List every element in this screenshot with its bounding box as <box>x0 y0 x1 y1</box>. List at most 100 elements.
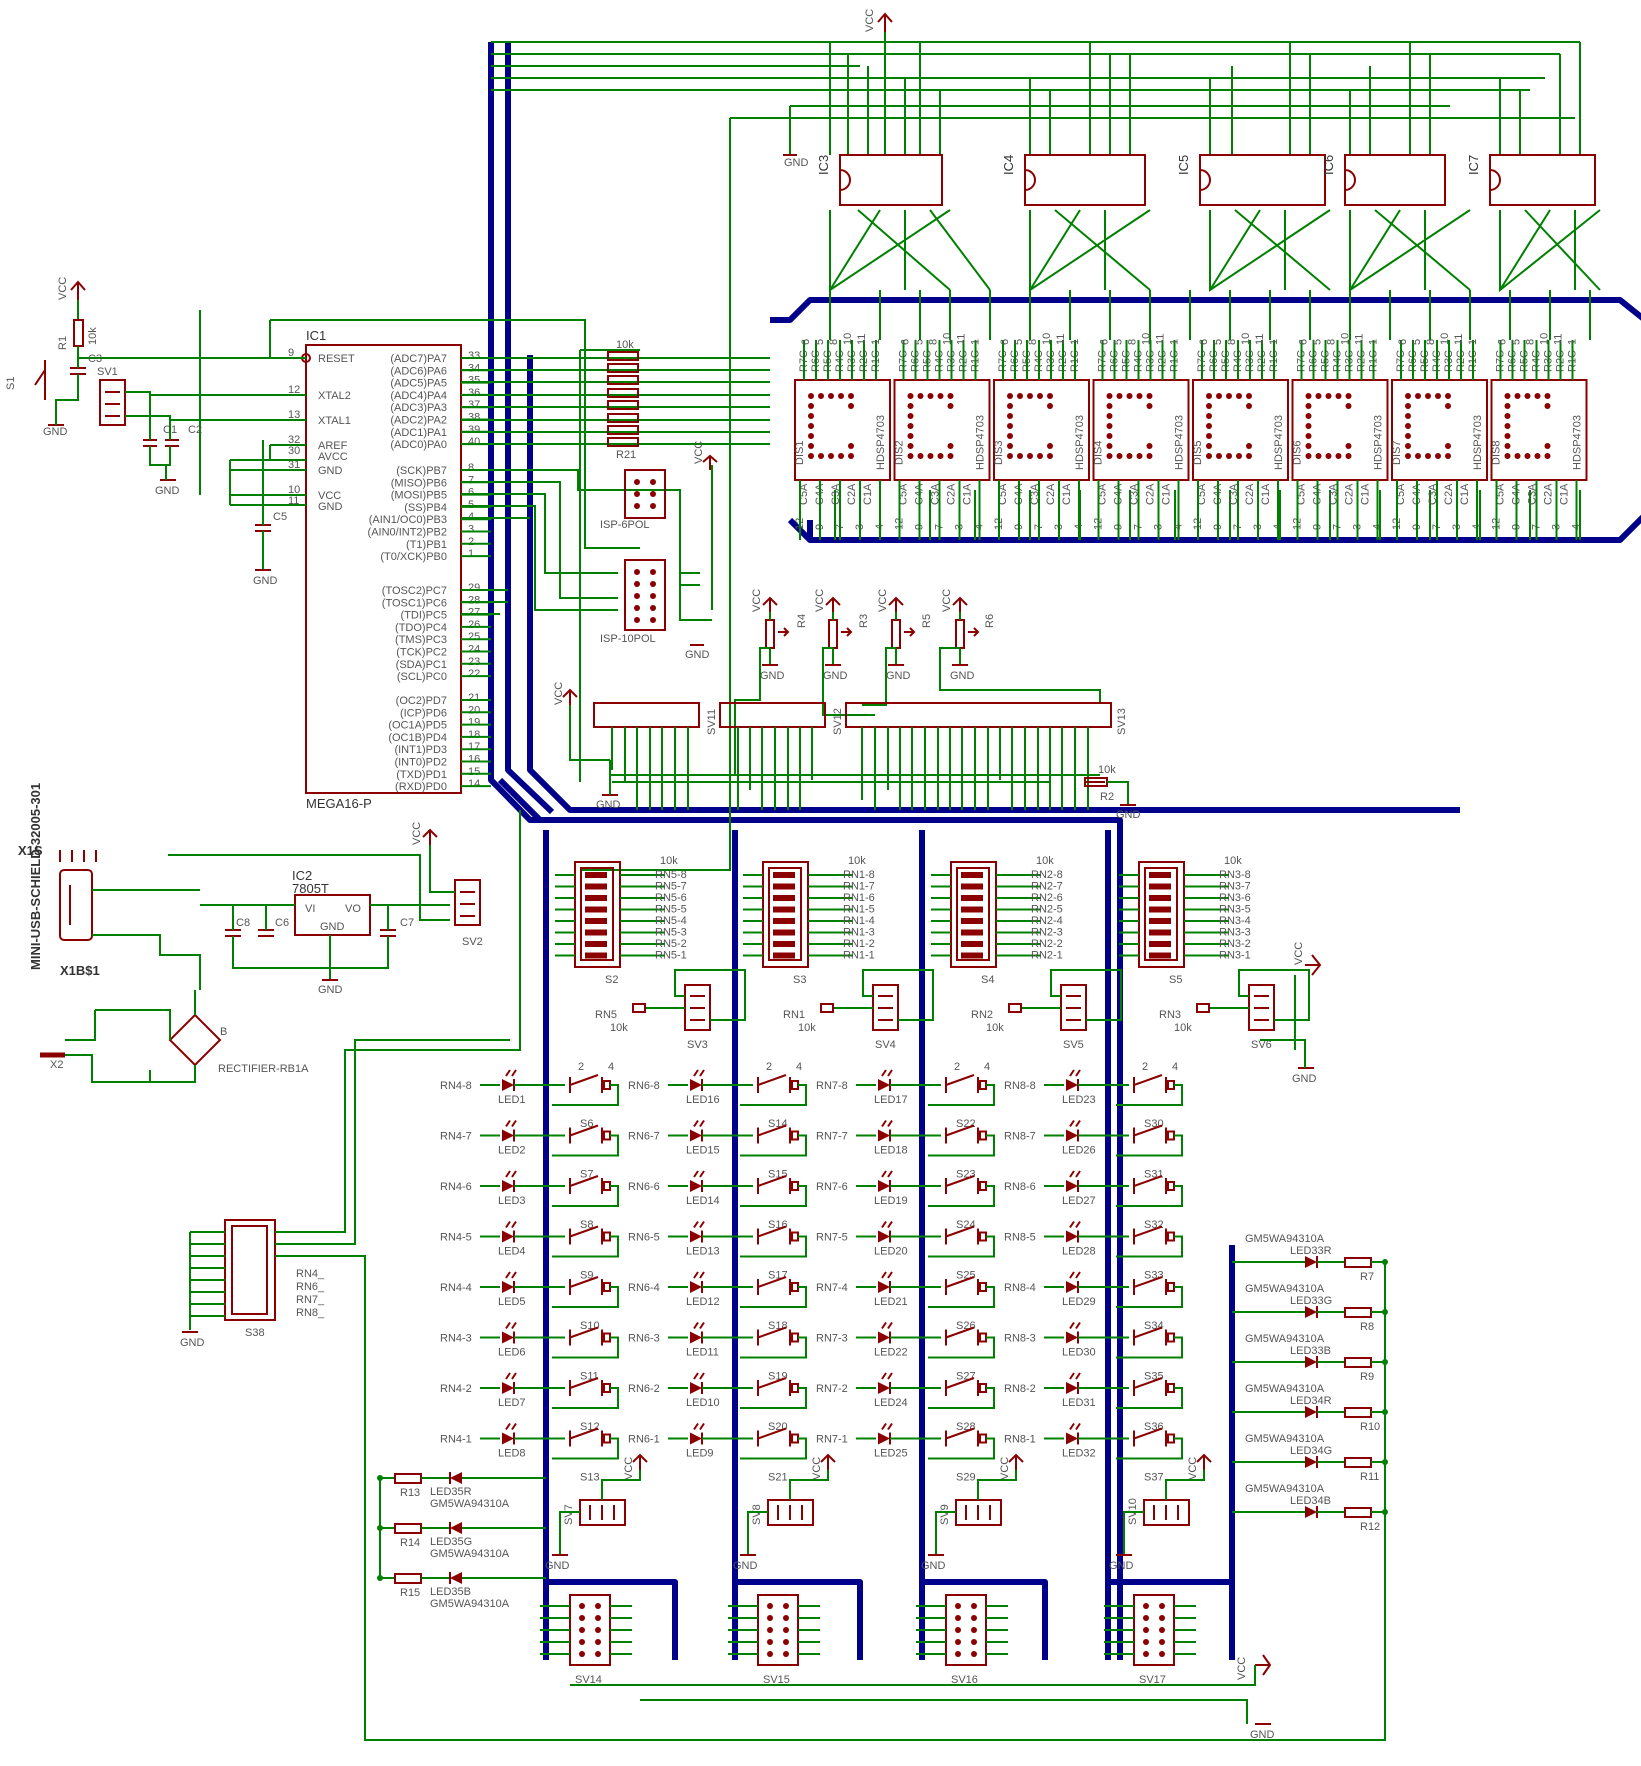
svg-text:2: 2 <box>1142 1061 1148 1073</box>
svg-text:SV15: SV15 <box>763 1674 790 1686</box>
svg-text:HDSP4703: HDSP4703 <box>1472 415 1484 470</box>
svg-text:RN2-3: RN2-3 <box>1031 927 1063 939</box>
svg-text:RN3-8: RN3-8 <box>1219 869 1251 881</box>
rn-label: RN6-3 <box>628 1333 660 1345</box>
svg-text:R5: R5 <box>921 614 933 628</box>
led-label: LED19 <box>874 1195 908 1207</box>
svg-text:DIS8: DIS8 <box>1491 441 1503 465</box>
dip-S4: RN2-8RN2-7RN2-6RN2-5RN2-4RN2-3RN2-2RN2-1… <box>931 855 1063 986</box>
svg-text:VCC: VCC <box>864 9 876 32</box>
ic1-pin-number: 9 <box>288 347 294 359</box>
svg-text:RN2: RN2 <box>971 1009 993 1021</box>
svg-text:RECTIFIER-RB1A: RECTIFIER-RB1A <box>218 1063 309 1075</box>
led-label: LED16 <box>686 1094 720 1106</box>
svg-text:GND: GND <box>784 157 809 169</box>
rn-label: RN8-6 <box>1004 1181 1036 1193</box>
svg-text:10k: 10k <box>986 1022 1004 1034</box>
led-label: LED12 <box>686 1296 720 1308</box>
svg-text:LED35B: LED35B <box>430 1586 471 1598</box>
svg-text:10k: 10k <box>1036 855 1054 867</box>
led-label: LED14 <box>686 1195 720 1207</box>
ic1-pin-number: 21 <box>468 692 480 704</box>
svg-text:VCC: VCC <box>57 277 69 300</box>
ic1-pin-number: 35 <box>468 375 480 387</box>
svg-text:10k: 10k <box>616 339 634 351</box>
svg-text:C7: C7 <box>400 917 414 929</box>
svg-text:VCC: VCC <box>1293 942 1305 965</box>
svg-text:C2A: C2A <box>1443 483 1455 505</box>
svg-text:5: 5 <box>1013 339 1025 345</box>
ic1-pin-label: (SDA)PC1 <box>396 659 447 671</box>
svg-text:HDSP4703: HDSP4703 <box>1174 415 1186 470</box>
rn-label: RN7-3 <box>816 1333 848 1345</box>
svg-text:4: 4 <box>984 1061 990 1073</box>
svg-text:GND: GND <box>1292 1073 1317 1085</box>
svg-text:8: 8 <box>928 339 940 345</box>
dip-S5: RN3-8RN3-7RN3-6RN3-5RN3-4RN3-3RN3-2RN3-1… <box>1119 855 1251 986</box>
ic1-pin-number: 10 <box>288 484 300 496</box>
svg-text:10k: 10k <box>1224 855 1242 867</box>
dip-S3: RN1-8RN1-7RN1-6RN1-5RN1-4RN1-3RN1-2RN1-1… <box>743 855 875 986</box>
svg-text:RN1-8: RN1-8 <box>843 869 875 881</box>
svg-text:GND: GND <box>1109 1560 1134 1572</box>
svg-text:SV5: SV5 <box>1063 1039 1084 1051</box>
led-label: LED24 <box>874 1397 908 1409</box>
ic1-pin-number: 33 <box>468 350 480 362</box>
svg-text:LED34G: LED34G <box>1290 1445 1332 1457</box>
svg-text:SV13: SV13 <box>1116 708 1128 735</box>
ic1-pin-number: 3 <box>468 524 474 536</box>
svg-text:10: 10 <box>1539 333 1551 345</box>
svg-text:5: 5 <box>1511 339 1523 345</box>
svg-text:11: 11 <box>856 334 868 345</box>
svg-text:GM5WA94310A: GM5WA94310A <box>1245 1283 1325 1295</box>
led-label: LED18 <box>874 1145 908 1157</box>
svg-text:HDSP4703: HDSP4703 <box>1572 415 1584 470</box>
svg-text:2: 2 <box>578 1061 584 1073</box>
shift-ic-IC7: IC7 <box>1466 154 1596 206</box>
switch-label: S13 <box>580 1472 600 1484</box>
ic1-pin-number: 30 <box>288 445 300 457</box>
rn-label: RN6-4 <box>628 1282 660 1294</box>
top-wiring <box>491 30 1601 871</box>
ic1-pin-label: (RXD)PD0 <box>395 781 447 793</box>
s38-dip-switch: S38 GND RN4_ RN6_ RN7_ RN8_ <box>180 810 1386 1741</box>
svg-text:RN5-3: RN5-3 <box>655 927 687 939</box>
rn-label: RN8-8 <box>1004 1080 1036 1092</box>
rn-label: RN4-6 <box>440 1181 472 1193</box>
ic1-pin-number: 7 <box>468 474 474 486</box>
svg-text:R15: R15 <box>400 1587 420 1599</box>
ic1-pin-label: (MISO)PB6 <box>391 477 447 489</box>
switch-label: S9 <box>580 1270 593 1282</box>
svg-text:VCC: VCC <box>1236 1657 1248 1680</box>
vcc-symbol-top: VCC GND <box>783 9 893 169</box>
ic1-pin-label: (AIN1/OC0)PB3 <box>369 514 447 526</box>
svg-text:RN2-2: RN2-2 <box>1031 938 1063 950</box>
ic1-pin-number: 37 <box>468 399 480 411</box>
led-label: LED1 <box>498 1094 526 1106</box>
ic1-pin-label: (ADC1)PA1 <box>390 427 447 439</box>
svg-text:LED35R: LED35R <box>430 1486 472 1498</box>
svg-text:RN5-5: RN5-5 <box>655 904 687 916</box>
svg-text:6: 6 <box>1099 339 1111 345</box>
svg-text:VI: VI <box>305 903 315 915</box>
bridge-rectifier: RECTIFIER-RB1A B <box>168 1013 309 1075</box>
ic1-pin-number: 15 <box>468 766 480 778</box>
ic1-pin-number: 1 <box>468 548 474 560</box>
sv1-header: SV1 <box>97 366 171 426</box>
svg-text:C1A: C1A <box>1360 483 1372 505</box>
svg-text:VO: VO <box>345 903 361 915</box>
svg-text:GND: GND <box>545 1560 570 1572</box>
